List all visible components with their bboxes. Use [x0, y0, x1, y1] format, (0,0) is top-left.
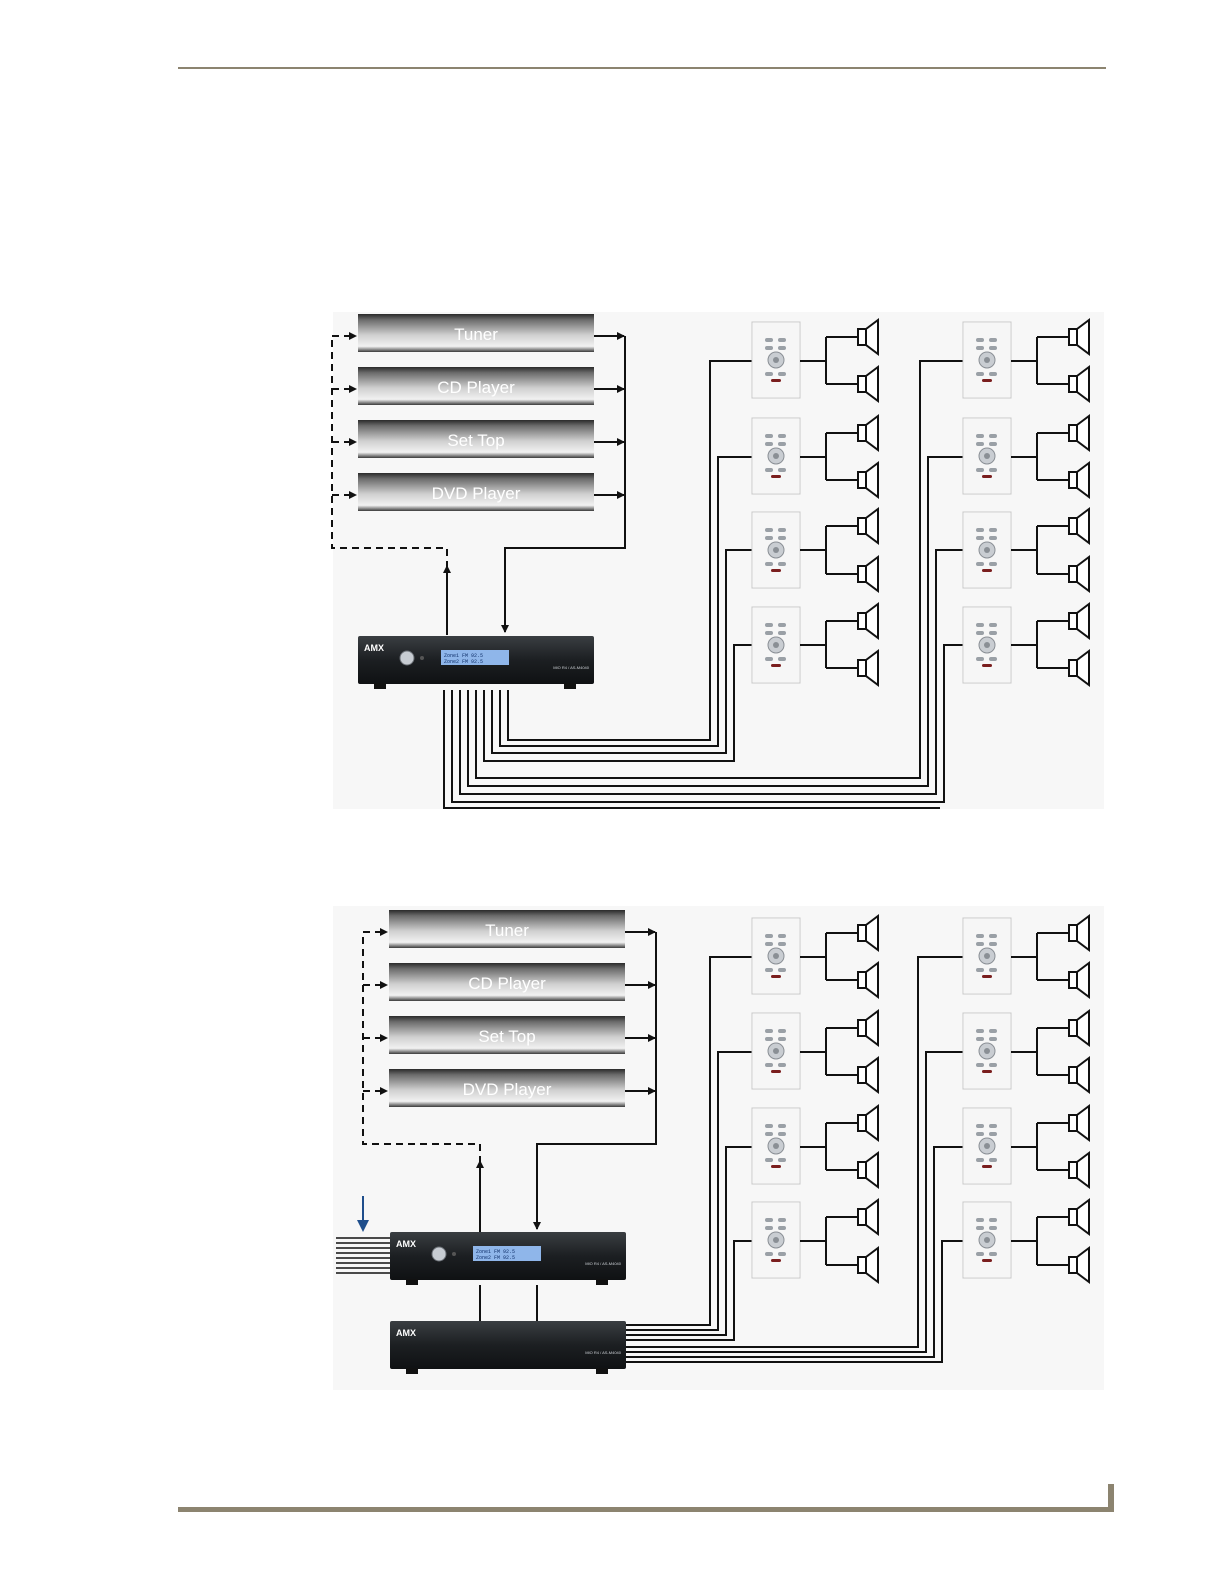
source-cd-player: CD Player [389, 963, 625, 1001]
keypad [752, 918, 800, 994]
model-label: MIO R4 / AS-M4040 [585, 1261, 622, 1266]
keypad [752, 1202, 800, 1278]
keypad [963, 1108, 1011, 1184]
keypad [752, 1013, 800, 1089]
keypad [963, 607, 1011, 683]
keypad [752, 607, 800, 683]
source-tuner: Tuner [389, 910, 625, 948]
keypad [752, 512, 800, 588]
keypad [963, 918, 1011, 994]
keypad [752, 1108, 800, 1184]
source-set-top: Set Top [389, 1016, 625, 1054]
source-label: CD Player [468, 974, 546, 993]
controller-unit: AMX Zone1 FM 92.5 Zone2 FM 92.5 MIO R4 /… [390, 1232, 626, 1285]
source-label: Set Top [447, 431, 504, 450]
keypad [963, 512, 1011, 588]
lcd-line-2: Zone2 FM 92.5 [444, 659, 483, 665]
keypad [752, 418, 800, 494]
controller-unit: AMX Zone1 FM 92.5 Zone2 FM 92.5 MIO R4 /… [358, 636, 594, 689]
keypad [963, 1013, 1011, 1089]
keypad [752, 322, 800, 398]
source-label: Tuner [485, 921, 529, 940]
source-label: CD Player [437, 378, 515, 397]
source-label: Set Top [478, 1027, 535, 1046]
brand-logo: AMX [396, 1328, 416, 1338]
diagram-2: Tuner CD Player Set Top DVD Player [333, 906, 1104, 1390]
diagram-1: Tuner CD Player Set Top DVD Player [332, 312, 1104, 809]
amplifier-unit: AMX MIO R4 / AS-M4040 [390, 1321, 626, 1374]
source-dvd-player: DVD Player [358, 473, 594, 511]
source-tuner: Tuner [358, 314, 594, 352]
source-label: DVD Player [432, 484, 521, 503]
model-label: MIO R4 / AS-M4040 [585, 1350, 622, 1355]
source-cd-player: CD Player [358, 367, 594, 405]
lcd-line-2: Zone2 FM 92.5 [476, 1255, 515, 1261]
source-label: Tuner [454, 325, 498, 344]
keypad [963, 1202, 1011, 1278]
model-label: MIO R4 / AS-M4040 [553, 665, 590, 670]
brand-logo: AMX [364, 643, 384, 653]
keypad [963, 322, 1011, 398]
keypad [963, 418, 1011, 494]
source-dvd-player: DVD Player [389, 1069, 625, 1107]
brand-logo: AMX [396, 1239, 416, 1249]
source-label: DVD Player [463, 1080, 552, 1099]
source-set-top: Set Top [358, 420, 594, 458]
